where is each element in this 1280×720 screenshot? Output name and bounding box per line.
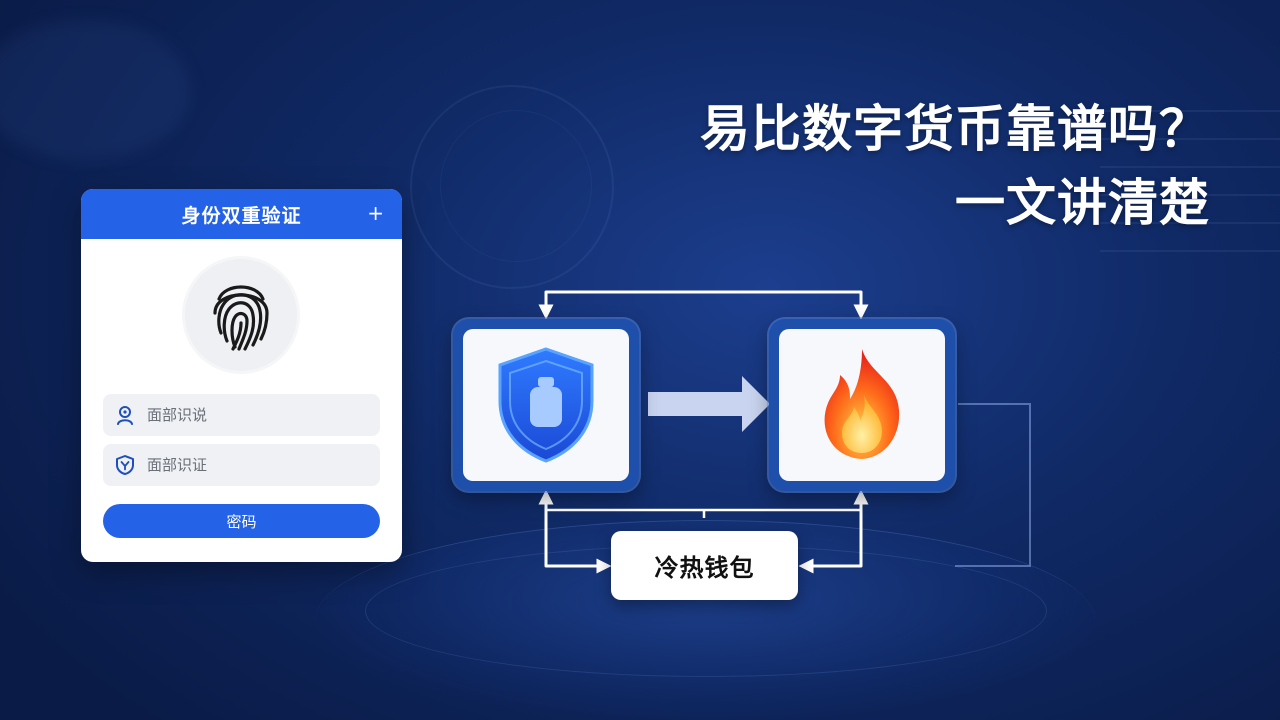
headline: 易比数字货币靠谱吗？ 一文讲清楚	[700, 92, 1210, 240]
headline-line-1: 易比数字货币靠谱吗？	[700, 100, 1210, 158]
face-recognition-field[interactable]	[103, 394, 380, 436]
cold-wallet-tile	[453, 319, 639, 491]
verification-card: 身份双重验证 +	[81, 189, 402, 562]
face-verification-field[interactable]	[103, 444, 380, 486]
background-ring-inner	[440, 110, 592, 262]
headline-line-2: 一文讲清楚	[955, 174, 1210, 232]
face-id-icon	[113, 403, 137, 427]
background-lines	[1100, 110, 1280, 275]
flame-icon	[824, 349, 900, 459]
card-header: 身份双重验证 +	[81, 189, 402, 239]
plus-icon[interactable]: +	[367, 201, 384, 225]
background-blob	[0, 20, 190, 160]
shield-lock-icon	[498, 347, 594, 463]
password-button[interactable]: 密码	[103, 504, 380, 538]
face-recognition-input[interactable]	[147, 406, 357, 424]
cold-hot-wallet-button[interactable]: 冷热钱包	[611, 531, 798, 600]
background-ring	[410, 85, 614, 289]
fingerprint-icon	[213, 285, 269, 351]
hot-wallet-tile	[769, 319, 955, 491]
face-verification-input[interactable]	[147, 456, 357, 474]
fingerprint-button[interactable]	[185, 259, 297, 371]
shield-check-icon	[113, 453, 137, 477]
card-title: 身份双重验证	[181, 204, 302, 227]
